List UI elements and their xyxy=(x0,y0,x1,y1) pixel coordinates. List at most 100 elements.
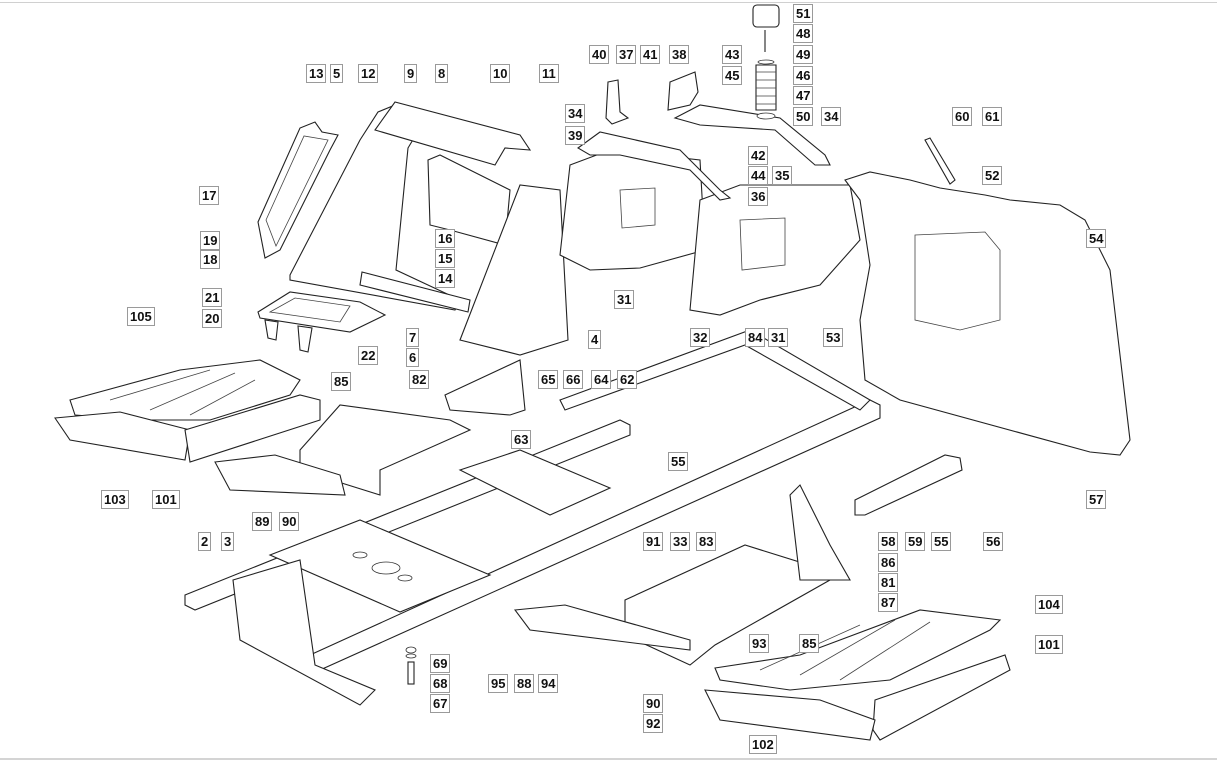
callout-15[interactable]: 15 xyxy=(435,249,456,268)
callout-20[interactable]: 20 xyxy=(202,309,223,328)
callout-105[interactable]: 105 xyxy=(127,307,155,326)
callout-36[interactable]: 36 xyxy=(748,187,769,206)
bracket-81 xyxy=(789,484,851,581)
callout-11[interactable]: 11 xyxy=(539,64,559,83)
callout-85-left[interactable]: 85 xyxy=(331,372,352,391)
callout-89[interactable]: 89 xyxy=(252,512,273,531)
callout-41[interactable]: 41 xyxy=(640,45,661,64)
callout-69[interactable]: 69 xyxy=(430,654,451,673)
callout-61[interactable]: 61 xyxy=(982,107,1003,126)
callout-57[interactable]: 57 xyxy=(1086,490,1107,509)
front-bracket xyxy=(232,559,376,706)
callout-5[interactable]: 5 xyxy=(330,64,344,83)
callout-52[interactable]: 52 xyxy=(982,166,1003,185)
callout-63[interactable]: 63 xyxy=(511,430,532,449)
callout-87[interactable]: 87 xyxy=(878,593,899,612)
side-panel-52 xyxy=(844,171,1131,456)
callout-103[interactable]: 103 xyxy=(101,490,129,509)
callout-90-left[interactable]: 90 xyxy=(279,512,300,531)
callout-85-right[interactable]: 85 xyxy=(799,634,820,653)
callout-38[interactable]: 38 xyxy=(669,45,690,64)
callout-4[interactable]: 4 xyxy=(588,330,602,349)
callout-60[interactable]: 60 xyxy=(952,107,973,126)
callout-45[interactable]: 45 xyxy=(722,66,743,85)
callout-33[interactable]: 33 xyxy=(670,532,691,551)
crossbar-34b xyxy=(673,104,831,166)
callout-56[interactable]: 56 xyxy=(983,532,1004,551)
callout-22[interactable]: 22 xyxy=(358,346,379,365)
callout-83[interactable]: 83 xyxy=(696,532,717,551)
callout-81[interactable]: 81 xyxy=(878,573,899,592)
callout-59[interactable]: 59 xyxy=(905,532,926,551)
rail-14 xyxy=(359,271,471,313)
callout-2[interactable]: 2 xyxy=(198,532,212,551)
callout-53[interactable]: 53 xyxy=(823,328,844,347)
callout-58[interactable]: 58 xyxy=(878,532,899,551)
callout-42[interactable]: 42 xyxy=(748,146,769,165)
bracket-55 xyxy=(854,454,963,516)
callout-10[interactable]: 10 xyxy=(490,64,511,83)
callout-31-left[interactable]: 31 xyxy=(614,290,635,309)
callout-51[interactable]: 51 xyxy=(793,4,814,23)
callout-43[interactable]: 43 xyxy=(722,45,743,64)
callout-101-right[interactable]: 101 xyxy=(1035,635,1063,654)
callout-82[interactable]: 82 xyxy=(409,370,430,389)
callout-44[interactable]: 44 xyxy=(748,166,769,185)
callout-16[interactable]: 16 xyxy=(435,229,456,248)
center-plate xyxy=(458,449,612,516)
callout-21[interactable]: 21 xyxy=(202,288,223,307)
callout-47[interactable]: 47 xyxy=(793,86,814,105)
callout-55-right[interactable]: 55 xyxy=(931,532,952,551)
callout-104[interactable]: 104 xyxy=(1035,595,1063,614)
callout-64[interactable]: 64 xyxy=(591,370,612,389)
callout-40[interactable]: 40 xyxy=(589,45,610,64)
bracket-82 xyxy=(444,359,526,416)
callout-50[interactable]: 50 xyxy=(793,107,814,126)
callout-39[interactable]: 39 xyxy=(565,126,586,145)
callout-37[interactable]: 37 xyxy=(616,45,637,64)
callout-34-left[interactable]: 34 xyxy=(565,104,586,123)
callout-46[interactable]: 46 xyxy=(793,66,814,85)
callout-62[interactable]: 62 xyxy=(617,370,638,389)
callout-18[interactable]: 18 xyxy=(200,250,221,269)
callout-34-right[interactable]: 34 xyxy=(821,107,842,126)
callout-14[interactable]: 14 xyxy=(435,269,456,288)
callout-68[interactable]: 68 xyxy=(430,674,451,693)
callout-13[interactable]: 13 xyxy=(306,64,327,83)
central-housing-4 xyxy=(459,184,569,356)
callout-94[interactable]: 94 xyxy=(538,674,559,693)
callout-90-right[interactable]: 90 xyxy=(643,694,664,713)
callout-86[interactable]: 86 xyxy=(878,553,899,572)
callout-84[interactable]: 84 xyxy=(745,328,766,347)
back-panel-31b xyxy=(689,184,861,316)
callout-66[interactable]: 66 xyxy=(563,370,584,389)
callout-8[interactable]: 8 xyxy=(435,64,449,83)
callout-32[interactable]: 32 xyxy=(690,328,711,347)
callout-35[interactable]: 35 xyxy=(772,166,793,185)
crossbar-34a xyxy=(576,131,732,201)
callout-67[interactable]: 67 xyxy=(430,694,451,713)
bottom-border xyxy=(0,758,1217,760)
bracket-43 xyxy=(667,71,699,111)
callout-101-left[interactable]: 101 xyxy=(152,490,180,509)
callout-49[interactable]: 49 xyxy=(793,45,814,64)
callout-91[interactable]: 91 xyxy=(643,532,664,551)
callout-55-center[interactable]: 55 xyxy=(668,452,689,471)
callout-88[interactable]: 88 xyxy=(514,674,535,693)
callout-65[interactable]: 65 xyxy=(538,370,559,389)
callout-9[interactable]: 9 xyxy=(404,64,418,83)
callout-48[interactable]: 48 xyxy=(793,24,814,43)
callout-95[interactable]: 95 xyxy=(488,674,509,693)
callout-31-right[interactable]: 31 xyxy=(768,328,789,347)
callout-92[interactable]: 92 xyxy=(643,714,664,733)
callout-12[interactable]: 12 xyxy=(358,64,379,83)
callout-3[interactable]: 3 xyxy=(221,532,235,551)
callout-7[interactable]: 7 xyxy=(406,328,420,347)
callout-102[interactable]: 102 xyxy=(749,735,777,754)
callout-54[interactable]: 54 xyxy=(1086,229,1107,248)
callout-17[interactable]: 17 xyxy=(199,186,220,205)
top-border xyxy=(0,2,1217,3)
callout-6[interactable]: 6 xyxy=(406,348,420,367)
callout-19[interactable]: 19 xyxy=(200,231,221,250)
callout-93[interactable]: 93 xyxy=(749,634,770,653)
